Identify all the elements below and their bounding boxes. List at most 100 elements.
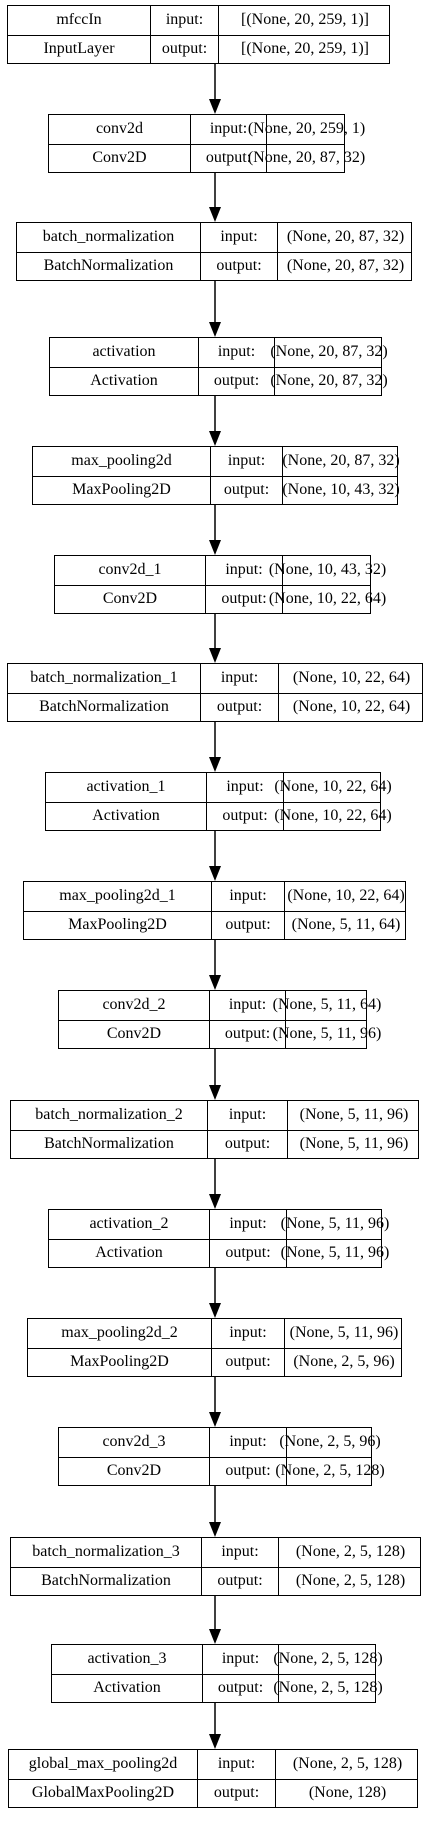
input-shape: (None, 5, 11, 96) [281, 1210, 389, 1239]
output-label: output: [190, 143, 266, 172]
input-shape: (None, 5, 11, 96) [284, 1319, 403, 1348]
output-shape: (None, 10, 22, 64) [274, 801, 392, 830]
output-label: output: [198, 366, 274, 395]
arrow-head-icon [209, 1734, 221, 1749]
layer-type: MaxPooling2D [68, 915, 167, 933]
output-shape: (None, 10, 43, 32) [282, 475, 400, 504]
layer-name: conv2d_2 [102, 996, 166, 1014]
layer-type: BatchNormalization [44, 1134, 174, 1152]
output-shape: (None, 5, 11, 96) [281, 1238, 389, 1267]
input-label: input: [211, 882, 284, 911]
output-label: output: [209, 1456, 286, 1485]
layer-name: max_pooling2d [71, 452, 172, 470]
layer-name: batch_normalization_3 [32, 1543, 180, 1561]
layer-type: BatchNormalization [41, 1571, 171, 1589]
output-label: output: [207, 1129, 287, 1158]
input-shape: (None, 20, 259, 1) [248, 115, 365, 144]
input-shape: [(None, 20, 259, 1)] [218, 6, 391, 35]
arrow-head-icon [209, 540, 221, 555]
layer-row-input: max_pooling2d_2 input:(None, 5, 11, 96) [28, 1319, 401, 1349]
input-label: input: [201, 1538, 278, 1567]
layer-name: max_pooling2d_1 [59, 887, 176, 905]
layer-row-input: batch_normalization_3 input:(None, 2, 5, … [11, 1538, 420, 1568]
layer-type: Conv2D [106, 1024, 162, 1042]
arrow-head-icon [209, 975, 221, 990]
arrow-head-icon [209, 1303, 221, 1318]
input-shape: (None, 2, 5, 128) [273, 1645, 383, 1674]
layer-type: BatchNormalization [43, 256, 174, 274]
input-label: input: [200, 223, 277, 252]
layer-type: Conv2D [92, 148, 147, 166]
arrow-head-icon [209, 99, 221, 114]
arrow-head-icon [209, 1194, 221, 1209]
input-shape: (None, 10, 22, 64) [278, 664, 424, 693]
arrow-head-icon [209, 757, 221, 772]
arrow-head-icon [209, 1522, 221, 1537]
output-shape: (None, 5, 11, 64) [284, 910, 407, 939]
input-label: input: [209, 1428, 286, 1457]
input-label: input: [211, 1319, 284, 1348]
layer-name: global_max_pooling2d [28, 1755, 178, 1773]
input-shape: (None, 5, 11, 96) [287, 1101, 420, 1130]
input-shape: (None, 20, 87, 32) [277, 223, 413, 252]
input-label: input: [197, 1750, 275, 1779]
arrow-head-icon [209, 1085, 221, 1100]
output-label: output: [197, 1778, 275, 1807]
output-shape: (None, 2, 5, 128) [275, 1456, 385, 1485]
layer-type: MaxPooling2D [70, 1352, 169, 1370]
layer-name: conv2d [95, 120, 144, 138]
output-label: output: [211, 910, 284, 939]
input-label: input: [150, 6, 218, 35]
arrow-head-icon [209, 1629, 221, 1644]
input-label: input: [205, 556, 282, 585]
output-shape: (None, 2, 5, 96) [284, 1347, 403, 1376]
output-label: output: [205, 584, 282, 613]
input-shape: (None, 2, 5, 128) [278, 1538, 422, 1567]
output-shape: (None, 5, 11, 96) [273, 1019, 381, 1048]
arrow-head-icon [209, 431, 221, 446]
input-label: input: [210, 447, 282, 476]
input-label: input: [207, 1101, 287, 1130]
output-shape: (None, 5, 11, 96) [287, 1129, 420, 1158]
layer-name: activation_3 [87, 1650, 167, 1668]
output-shape: [(None, 20, 259, 1)] [218, 34, 391, 63]
output-shape: (None, 2, 5, 128) [278, 1566, 422, 1595]
layer-name: max_pooling2d_2 [61, 1324, 178, 1342]
input-shape: (None, 5, 11, 64) [273, 991, 381, 1020]
layer-type: Activation [90, 371, 158, 389]
layer-type: BatchNormalization [39, 697, 169, 715]
